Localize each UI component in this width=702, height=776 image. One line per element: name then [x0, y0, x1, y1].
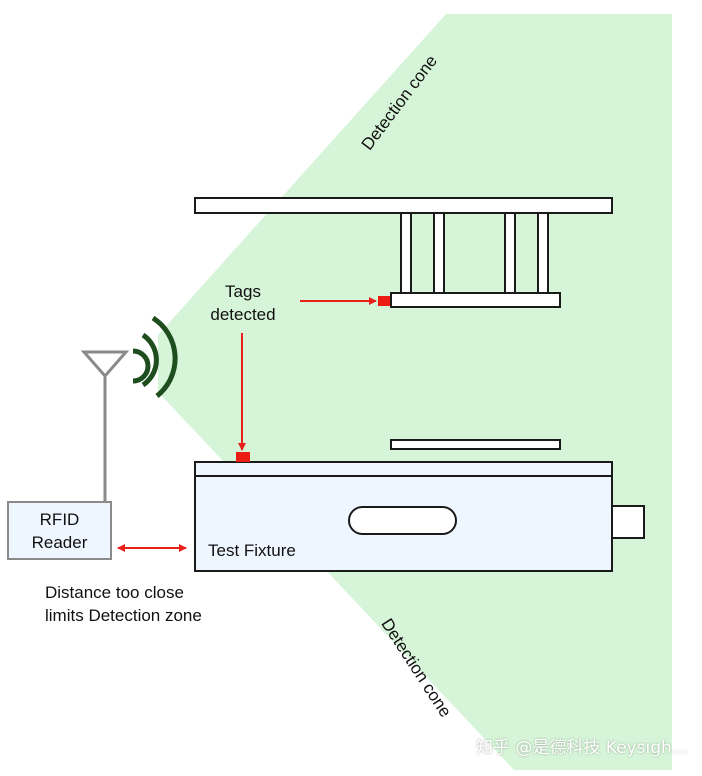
lower-plate [390, 439, 561, 450]
tags-detected-line-1: Tags [225, 282, 261, 301]
test-fixture-connector [611, 505, 645, 539]
rfid-reader-line-2: Reader [31, 533, 88, 552]
top-plate [194, 197, 613, 214]
distance-note-line-2: limits Detection zone [45, 606, 202, 625]
support-post [504, 212, 516, 294]
radio-waves-icon [132, 315, 178, 398]
distance-note-line-1: Distance too close [45, 583, 184, 602]
tags-detected-label: Tags detected [198, 280, 288, 326]
watermark: 知乎 @是德科技 Keysigh... [476, 738, 688, 758]
distance-note-label: Distance too close limits Detection zone [45, 581, 202, 627]
rfid-reader-line-1: RFID [39, 510, 80, 529]
support-post [433, 212, 445, 294]
support-post [400, 212, 412, 294]
rfid-reader-box [7, 501, 112, 560]
test-fixture-body [194, 461, 613, 572]
test-fixture-label: Test Fixture [208, 541, 296, 560]
rfid-reader-label: RFID Reader [8, 508, 111, 554]
rfid-tag-upper [378, 296, 390, 306]
rfid-tag-lower [236, 452, 250, 462]
support-post [537, 212, 549, 294]
antenna-icon [80, 350, 130, 501]
tags-detected-line-2: detected [210, 305, 276, 324]
test-fixture-window [348, 506, 457, 535]
hanging-plate [390, 292, 561, 308]
